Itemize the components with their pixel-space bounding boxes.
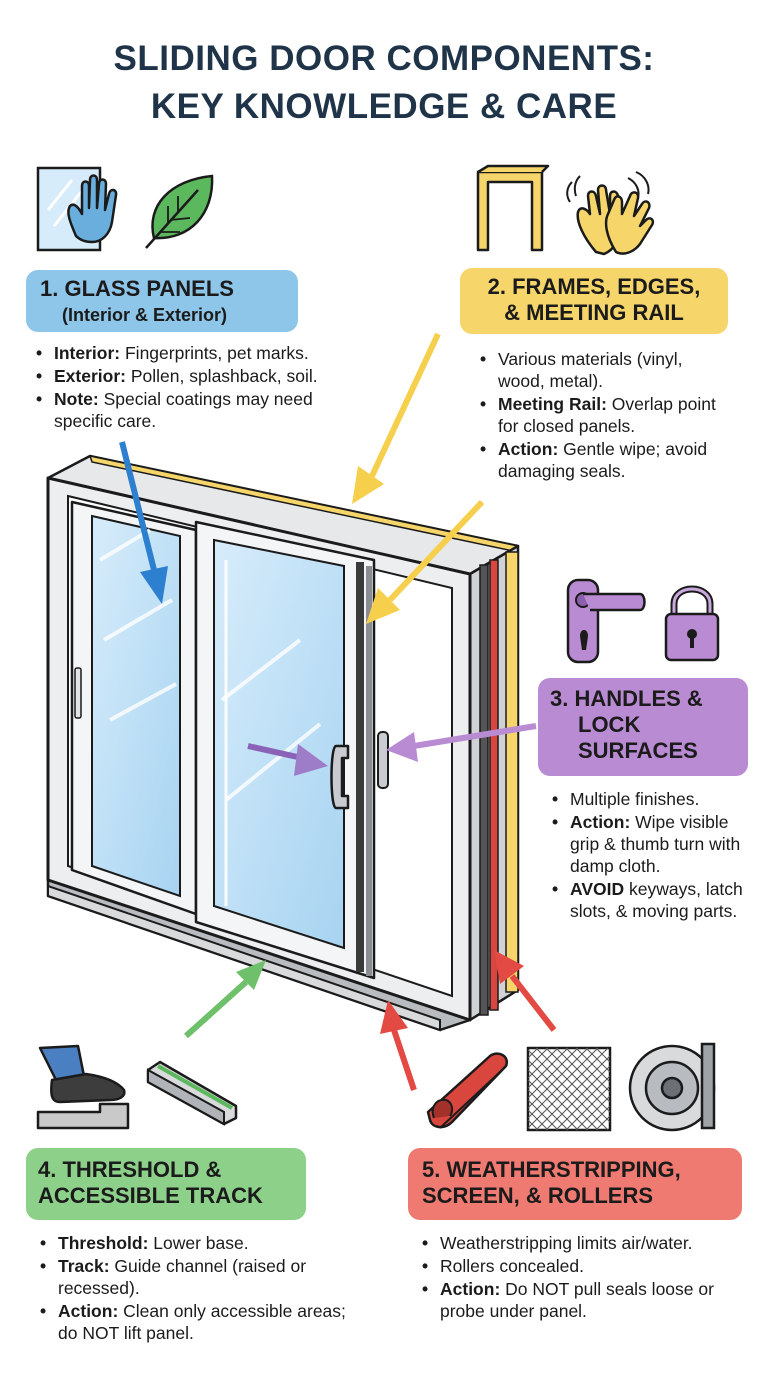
list-item: Action: Clean only accessible areas; do … [36, 1300, 346, 1344]
door-frame-icon [476, 164, 550, 252]
padlock-icon [664, 585, 720, 662]
arrow-frame-top [352, 332, 441, 504]
title-line-1: SLIDING DOOR COMPONENTS: [113, 39, 655, 78]
threshold-title-line-1: 4. THRESHOLD & [38, 1157, 222, 1182]
list-item: Multiple finishes. [548, 788, 754, 810]
handles-title-line-3: SURFACES [578, 738, 698, 763]
frames-heading: 2. FRAMES, EDGES, & MEETING RAIL [460, 268, 728, 334]
list-item: Threshold: Lower base. [36, 1232, 346, 1254]
weatherstripping-bullets: Weatherstripping limits air/water. Rolle… [418, 1232, 748, 1323]
arrow-handle [386, 723, 537, 762]
list-item: Action: Do NOT pull seals loose or probe… [418, 1278, 748, 1322]
arrow-weatherstrip [380, 1000, 417, 1091]
frames-bullets: Various materials (vinyl, wood, metal). … [476, 348, 726, 483]
screen-mesh-icon [526, 1046, 612, 1132]
list-item: Various materials (vinyl, wood, metal). [476, 348, 726, 392]
foot-step-icon [36, 1044, 130, 1130]
handles-heading: 3. HANDLES & LOCK SURFACES [538, 678, 748, 776]
list-item: Interior: Fingerprints, pet marks. [32, 342, 372, 364]
threshold-heading: 4. THRESHOLD & ACCESSIBLE TRACK [26, 1148, 306, 1220]
title-line-2: KEY KNOWLEDGE & CARE [150, 87, 618, 126]
list-item: Meeting Rail: Overlap point for closed p… [476, 393, 726, 437]
weatherstripping-heading: 5. WEATHERSTRIPPING, SCREEN, & ROLLERS [408, 1148, 742, 1220]
threshold-bullets: Threshold: Lower base. Track: Guide chan… [36, 1232, 346, 1345]
hand-icon [67, 174, 118, 244]
weatherstripping-title-line-1: 5. WEATHERSTRIPPING, [422, 1157, 681, 1182]
arrow-handle-inside [247, 743, 328, 776]
arrow-threshold [183, 960, 266, 1039]
list-item: Note: Special coatings may need specific… [32, 388, 372, 432]
list-item: Weatherstripping limits air/water. [418, 1232, 748, 1254]
list-item: Rollers concealed. [418, 1255, 748, 1277]
list-item: Exterior: Pollen, splashback, soil. [32, 365, 372, 387]
glass-panels-heading: 1. GLASS PANELS (Interior & Exterior) [26, 270, 298, 332]
handles-title-line-2: LOCK [578, 712, 641, 737]
arrow-meeting-rail [366, 499, 485, 624]
wiping-hands-icon [566, 171, 655, 256]
list-item: AVOID keyways, latch slots, & moving par… [548, 878, 754, 922]
handles-bullets: Multiple finishes. Action: Wipe visible … [548, 788, 754, 923]
roller-icon [628, 1042, 716, 1132]
frames-title-line-1: 2. FRAMES, EDGES, [487, 274, 701, 299]
glass-panels-bullets: Interior: Fingerprints, pet marks. Exter… [32, 342, 372, 433]
door-handle-icon [566, 578, 646, 664]
arrow-rollers [494, 950, 557, 1032]
list-item: Action: Gentle wipe; avoid damaging seal… [476, 438, 726, 482]
arrow-glass [119, 441, 168, 604]
weatherstripping-title-line-2: SCREEN, & ROLLERS [422, 1183, 654, 1208]
frames-title-line-2: & MEETING RAIL [504, 300, 684, 325]
threshold-title-line-2: ACCESSIBLE TRACK [38, 1183, 263, 1208]
glass-panels-title: 1. GLASS PANELS [40, 276, 234, 301]
list-item: Track: Guide channel (raised or recessed… [36, 1255, 346, 1299]
track-channel-icon [146, 1060, 238, 1126]
weatherstrip-icon [426, 1052, 509, 1129]
list-item: Action: Wipe visible grip & thumb turn w… [548, 811, 754, 877]
leaf-icon [145, 174, 214, 249]
glass-panels-subtitle: (Interior & Exterior) [62, 305, 228, 325]
handles-title-line-1: 3. HANDLES & [550, 686, 703, 711]
